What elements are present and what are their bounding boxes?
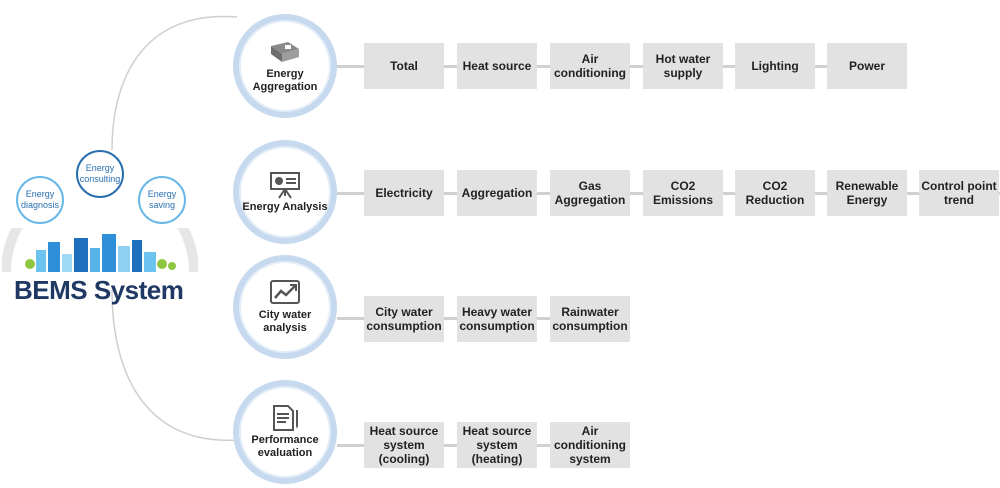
category-energy-analysis[interactable]: Energy Analysis (233, 140, 337, 244)
document-pencil-icon (273, 405, 298, 431)
item-box[interactable]: Control point trend (919, 170, 999, 216)
bems-title: BEMS System (14, 275, 184, 305)
item-box[interactable]: Heat source (457, 43, 537, 89)
energy-diagnosis-circle: Energy diagnosis (16, 176, 64, 224)
item-box[interactable]: Rainwater consumption (550, 296, 630, 342)
item-box[interactable]: City water consumption (364, 296, 444, 342)
item-box[interactable]: Electricity (364, 170, 444, 216)
energy-meter-icon (271, 42, 299, 62)
bems-system-block: Energy diagnosis Energy consulting Energ… (0, 120, 210, 310)
category-energy-aggregation[interactable]: Energy Aggregation (233, 14, 337, 118)
trend-chart-icon (270, 280, 300, 304)
category-label: Performance evaluation (251, 434, 319, 459)
category-label: City water analysis (258, 309, 312, 334)
item-box[interactable]: Total (364, 43, 444, 89)
item-box[interactable]: Aggregation (457, 170, 537, 216)
item-box[interactable]: Air conditioning system (550, 422, 630, 468)
item-box[interactable]: Air conditioning (550, 43, 630, 89)
category-performance-evaluation[interactable]: Performance evaluation (233, 380, 337, 484)
category-label: Energy Analysis (242, 200, 328, 213)
item-box[interactable]: CO2 Emissions (643, 170, 723, 216)
energy-saving-label: Energy saving (147, 189, 177, 210)
energy-consulting-label: Energy consulting (79, 163, 121, 184)
energy-saving-circle: Energy saving (138, 176, 186, 224)
energy-consulting-circle: Energy consulting (76, 150, 124, 198)
energy-diagnosis-label: Energy diagnosis (20, 189, 60, 210)
category-label: Energy Aggregation (252, 68, 318, 93)
item-box[interactable]: Heavy water consumption (457, 296, 537, 342)
item-box[interactable]: Hot water supply (643, 43, 723, 89)
presentation-chart-icon (270, 171, 300, 199)
category-city-water-analysis[interactable]: City water analysis (233, 255, 337, 359)
item-box[interactable]: Heat source system (heating) (457, 422, 537, 468)
item-box[interactable]: Power (827, 43, 907, 89)
item-box[interactable]: Lighting (735, 43, 815, 89)
item-box[interactable]: CO2 Reduction (735, 170, 815, 216)
item-box[interactable]: Renewable Energy (827, 170, 907, 216)
city-skyline-icon (2, 228, 198, 272)
item-box[interactable]: Heat source system (cooling) (364, 422, 444, 468)
item-box[interactable]: Gas Aggregation (550, 170, 630, 216)
